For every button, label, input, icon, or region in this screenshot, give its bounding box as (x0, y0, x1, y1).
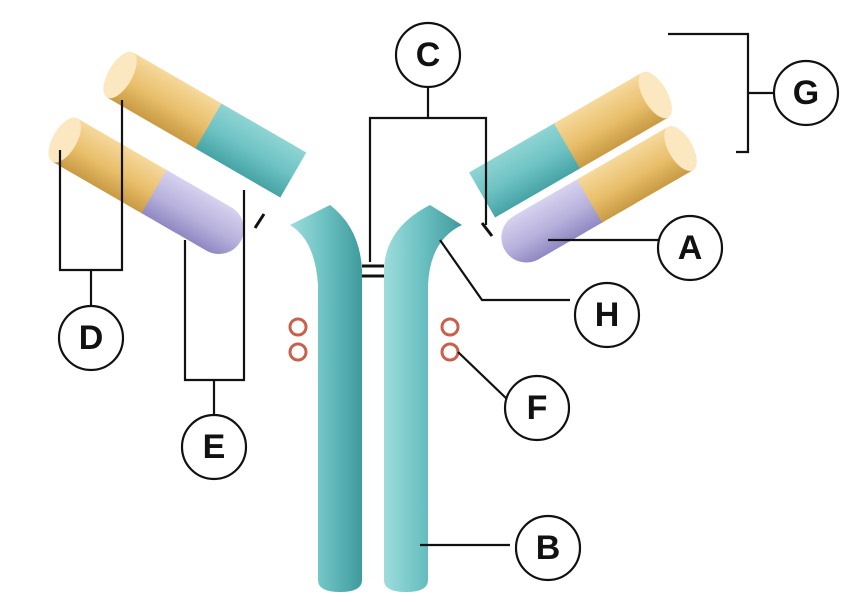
svg-text:C: C (416, 36, 441, 74)
label-h: H (575, 283, 639, 347)
label-a: A (658, 216, 722, 280)
svg-text:H: H (595, 296, 620, 334)
svg-text:A: A (678, 229, 703, 267)
svg-text:D: D (79, 319, 104, 357)
leader-f (458, 352, 508, 400)
svg-text:E: E (203, 428, 226, 466)
svg-text:G: G (793, 74, 819, 112)
label-g: G (774, 61, 838, 125)
svg-text:B: B (536, 529, 561, 567)
label-e: E (182, 415, 246, 479)
svg-text:F: F (527, 389, 548, 427)
label-d: D (59, 306, 123, 370)
label-c: C (396, 23, 460, 87)
label-b: B (516, 516, 580, 580)
heavy-chain-left-stem (290, 205, 362, 592)
carbohydrate-left (290, 319, 306, 360)
label-f: F (505, 376, 569, 440)
disulfide-bond-hinge (362, 266, 384, 276)
disulfide-bond-left-light-heavy (255, 214, 264, 228)
heavy-chain-right-stem (384, 205, 462, 592)
carbohydrate-right (442, 319, 458, 360)
